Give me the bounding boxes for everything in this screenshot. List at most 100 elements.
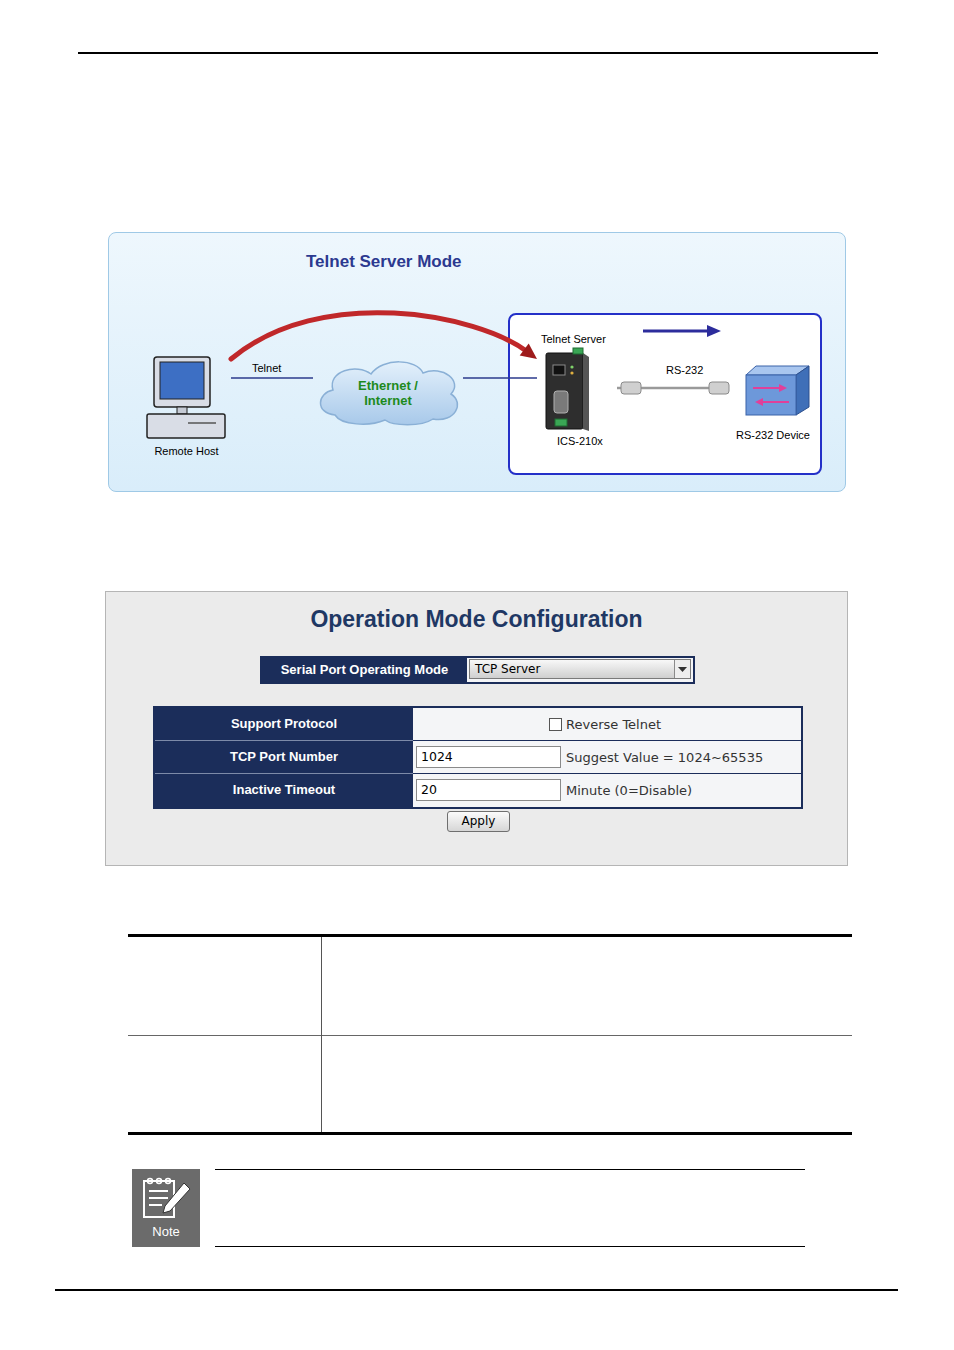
field-hint-slot: Suggest Value = 1024~65535	[566, 741, 763, 774]
connector-label: Telnet	[252, 362, 281, 375]
field-label: Support Protocol	[155, 708, 413, 740]
dropdown-value: TCP Server	[475, 660, 540, 678]
monitor-screen	[160, 362, 204, 399]
data-arrow	[761, 401, 789, 403]
connector	[231, 313, 537, 359]
serial-server-node: Telnet ServerICS-210x	[537, 333, 617, 451]
connector-curve	[231, 313, 527, 359]
input-value: 1024	[421, 747, 453, 767]
header-cell: Inactive Timeout	[155, 774, 413, 807]
note-icon-ring	[157, 1179, 162, 1184]
button-label: Apply	[448, 812, 509, 831]
field-label: Inactive Timeout	[155, 774, 413, 806]
connector-label-slot: RS-232	[666, 364, 703, 377]
node-label-slot: RS-232 Device	[729, 429, 817, 442]
table-column-rule	[321, 937, 322, 1133]
field-hint: Minute (0=Disable)	[566, 774, 692, 807]
data-arrow-head	[779, 384, 787, 392]
dropdown-button	[674, 660, 690, 678]
box-front	[746, 375, 796, 415]
input-value-slot: 1024	[421, 747, 453, 767]
note-icon-line	[149, 1197, 168, 1199]
device-side	[583, 353, 589, 431]
note-icon-pencil	[163, 1183, 190, 1213]
diagram-title-slot: Telnet Server Mode	[306, 252, 462, 272]
field-label-slot: Inactive Timeout	[155, 774, 413, 806]
monitor-case	[154, 357, 210, 407]
diagram-title: Telnet Server Mode	[306, 252, 462, 272]
connector-layer	[109, 233, 847, 493]
device-role-label: Telnet Server	[541, 333, 606, 346]
serial-server-device	[537, 333, 617, 451]
config-screenshot: Operation Mode ConfigurationSerial Port …	[105, 591, 848, 866]
remote-host: Remote Host	[144, 351, 231, 459]
note-bottom-rule	[215, 1246, 805, 1247]
connector	[463, 378, 537, 379]
direction-arrow	[643, 330, 709, 333]
computer-base	[147, 414, 225, 438]
rs232-device-node: RS-232 Device	[729, 363, 819, 445]
dropdown-triangle	[678, 667, 687, 672]
cloud-outline	[321, 362, 458, 425]
device-model-label-slot: ICS-210x	[557, 435, 603, 448]
drive-slot	[188, 422, 216, 424]
diagram-panel: Telnet Server ModeRemote Host Ethernet / …	[108, 232, 846, 492]
monitor-neck	[177, 407, 187, 414]
connector	[231, 378, 313, 379]
note-icon-line	[149, 1190, 168, 1192]
node-label: RS-232 Device	[729, 429, 817, 442]
illustration-layer	[109, 233, 847, 493]
cloud-label-slot: Ethernet / Internet	[313, 359, 463, 426]
field-hint: Suggest Value = 1024~65535	[566, 741, 763, 774]
text-input: 20	[416, 779, 561, 801]
apply-button: Apply	[447, 811, 510, 832]
note-top-rule	[215, 1169, 805, 1170]
device-role-label-slot: Telnet Server	[541, 333, 606, 346]
db9-plug	[709, 382, 729, 394]
field-label: TCP Port Number	[155, 741, 413, 773]
header-cell: Serial Port Operating Mode	[262, 658, 467, 682]
header-cell: TCP Port Number	[155, 741, 413, 774]
checkbox-label: Reverse Telnet	[566, 708, 661, 741]
power-terminal	[555, 419, 567, 426]
table-row-rule	[128, 1035, 852, 1036]
terminal-block	[573, 348, 583, 354]
network-cloud-node: Ethernet / Internet	[313, 359, 463, 426]
direction-arrow-head	[707, 325, 721, 337]
status-led	[570, 365, 573, 368]
connector-line	[231, 377, 313, 378]
note-label-slot: Note	[132, 1224, 200, 1239]
text-input: 1024	[416, 746, 561, 768]
field-label-slot: Support Protocol	[155, 708, 413, 740]
header-cell: Support Protocol	[155, 708, 413, 741]
arrow-head	[520, 343, 537, 359]
connector-line	[463, 377, 537, 378]
screen-title: Operation Mode Configuration	[106, 606, 847, 633]
field-label-slot: Serial Port Operating Mode	[262, 658, 467, 682]
note-icon-ring	[148, 1179, 153, 1184]
db9-plug	[621, 382, 641, 394]
note-icon-line	[149, 1204, 162, 1206]
computer-icon	[144, 351, 229, 443]
button-label-slot: Apply	[448, 812, 509, 831]
data-arrow-head	[755, 398, 763, 406]
field-hint-slot: Minute (0=Disable)	[566, 774, 692, 807]
checkbox-label-slot: Reverse Telnet	[566, 708, 661, 741]
connector-label: RS-232	[666, 364, 703, 377]
connector-label-slot: Telnet	[252, 362, 281, 375]
status-led	[570, 371, 573, 374]
note-label: Note	[132, 1224, 200, 1239]
settings-table: Support ProtocolTCP Port NumberInactive …	[153, 706, 803, 809]
input-value: 20	[421, 780, 437, 800]
rs232-device-icon	[729, 363, 817, 419]
input-value-slot: 20	[421, 780, 437, 800]
cloud-label: Ethernet / Internet	[352, 378, 424, 408]
table-bottom-rule	[128, 1132, 852, 1135]
data-arrow	[753, 387, 781, 389]
device-model-label: ICS-210x	[557, 435, 603, 448]
db9-port	[554, 391, 568, 413]
checkbox	[549, 718, 562, 731]
footer-rule	[55, 1289, 898, 1291]
ethernet-port	[553, 365, 565, 375]
